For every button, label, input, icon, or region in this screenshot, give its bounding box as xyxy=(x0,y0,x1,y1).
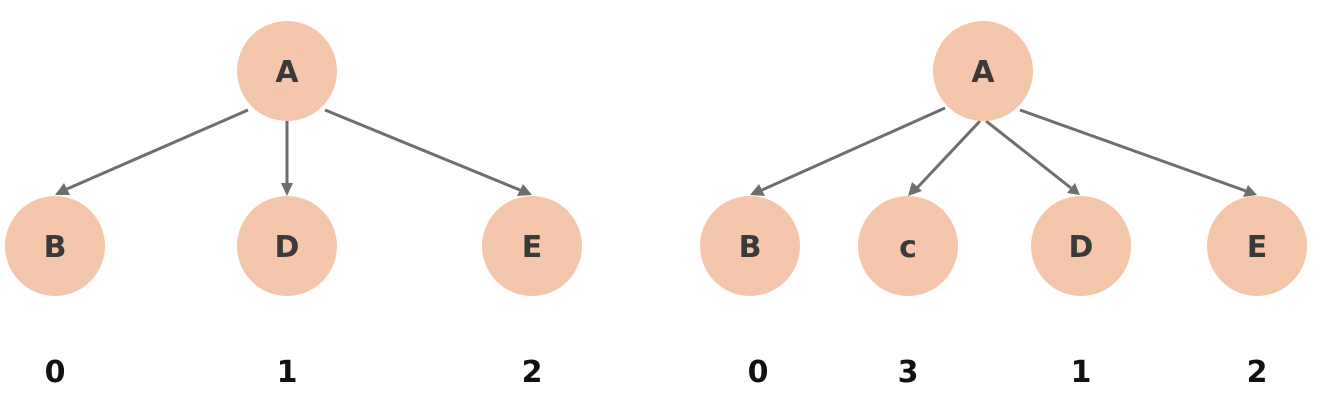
arrowhead-b-left xyxy=(55,183,70,195)
arrowhead-d-right xyxy=(1067,183,1080,195)
tree-right: A B c D E 0 3 1 2 xyxy=(700,21,1307,390)
tree-left: A B D E 0 1 2 xyxy=(5,21,582,390)
edge-a-b-right xyxy=(761,106,946,192)
index-label: 0 xyxy=(748,355,769,390)
node-child-left-2: D xyxy=(237,196,337,296)
edge-a-c-right xyxy=(915,119,982,190)
tree-right-edges xyxy=(750,106,1257,197)
node-label: A xyxy=(971,55,995,90)
index-label: 1 xyxy=(1071,355,1092,390)
index-label: 3 xyxy=(898,355,919,390)
node-label: E xyxy=(1247,230,1268,265)
index-label: 2 xyxy=(1247,355,1268,390)
node-label: c xyxy=(899,230,917,265)
arrowhead-c-right xyxy=(908,182,922,196)
edge-a-d-right xyxy=(985,119,1072,190)
node-root-right: A xyxy=(933,21,1033,121)
node-child-left-3: E xyxy=(482,196,582,296)
arrowhead-e-right xyxy=(1243,185,1257,197)
edge-a-b-left xyxy=(66,108,249,191)
tree-left-edges xyxy=(55,108,532,196)
node-child-right-3: D xyxy=(1031,196,1131,296)
arrowhead-b-right xyxy=(750,184,765,196)
node-child-right-1: B xyxy=(700,196,800,296)
node-label: B xyxy=(739,230,762,265)
node-child-left-1: B xyxy=(5,196,105,296)
node-label: D xyxy=(1069,230,1094,265)
node-label: B xyxy=(44,230,67,265)
index-label: 0 xyxy=(45,355,66,390)
node-root-left: A xyxy=(237,21,337,121)
index-label: 2 xyxy=(522,355,543,390)
edge-a-e-right xyxy=(1019,108,1247,193)
edge-a-e-left xyxy=(324,108,521,192)
node-child-right-4: E xyxy=(1207,196,1307,296)
node-label: A xyxy=(275,55,299,90)
node-label: E xyxy=(522,230,543,265)
node-child-right-2: c xyxy=(858,196,958,296)
index-label: 1 xyxy=(277,355,298,390)
node-label: D xyxy=(275,230,300,265)
arrowhead-d-left xyxy=(281,183,293,196)
arrowhead-e-left xyxy=(517,184,532,196)
